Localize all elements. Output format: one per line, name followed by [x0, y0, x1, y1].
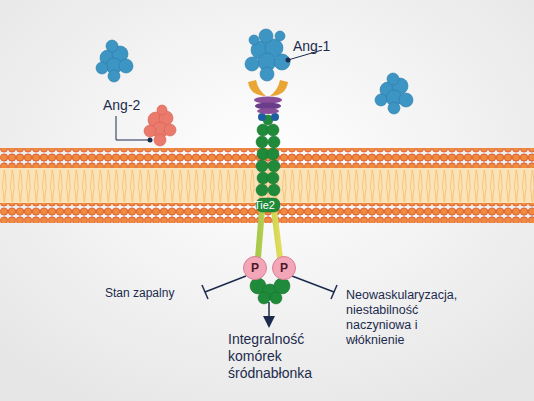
leader-line	[116, 116, 150, 140]
outcome-label: Stan zapalny	[105, 286, 174, 300]
ang2-protein	[144, 105, 176, 146]
tie2-receptor	[248, 80, 290, 304]
protein-label: Ang-2	[103, 97, 140, 114]
phosphate-circle: P	[243, 256, 267, 280]
outcome-lines	[202, 276, 337, 318]
phosphate-label: P	[251, 261, 259, 275]
outcome-label: Neowaskularyzacja, niestabilność naczyni…	[346, 288, 474, 348]
ang1-protein	[245, 29, 290, 81]
arrowhead	[263, 316, 275, 328]
ang1-protein	[375, 73, 413, 114]
phosphate-circle: P	[272, 256, 296, 280]
ang1-protein	[96, 40, 133, 82]
phosphate-label: P	[280, 261, 288, 275]
outcome-label: Integralność komórek śródnabłonka	[228, 331, 340, 381]
protein-label: Ang-1	[293, 38, 330, 55]
cell-membrane	[0, 148, 534, 223]
receptor-label: Tie2	[254, 199, 275, 212]
